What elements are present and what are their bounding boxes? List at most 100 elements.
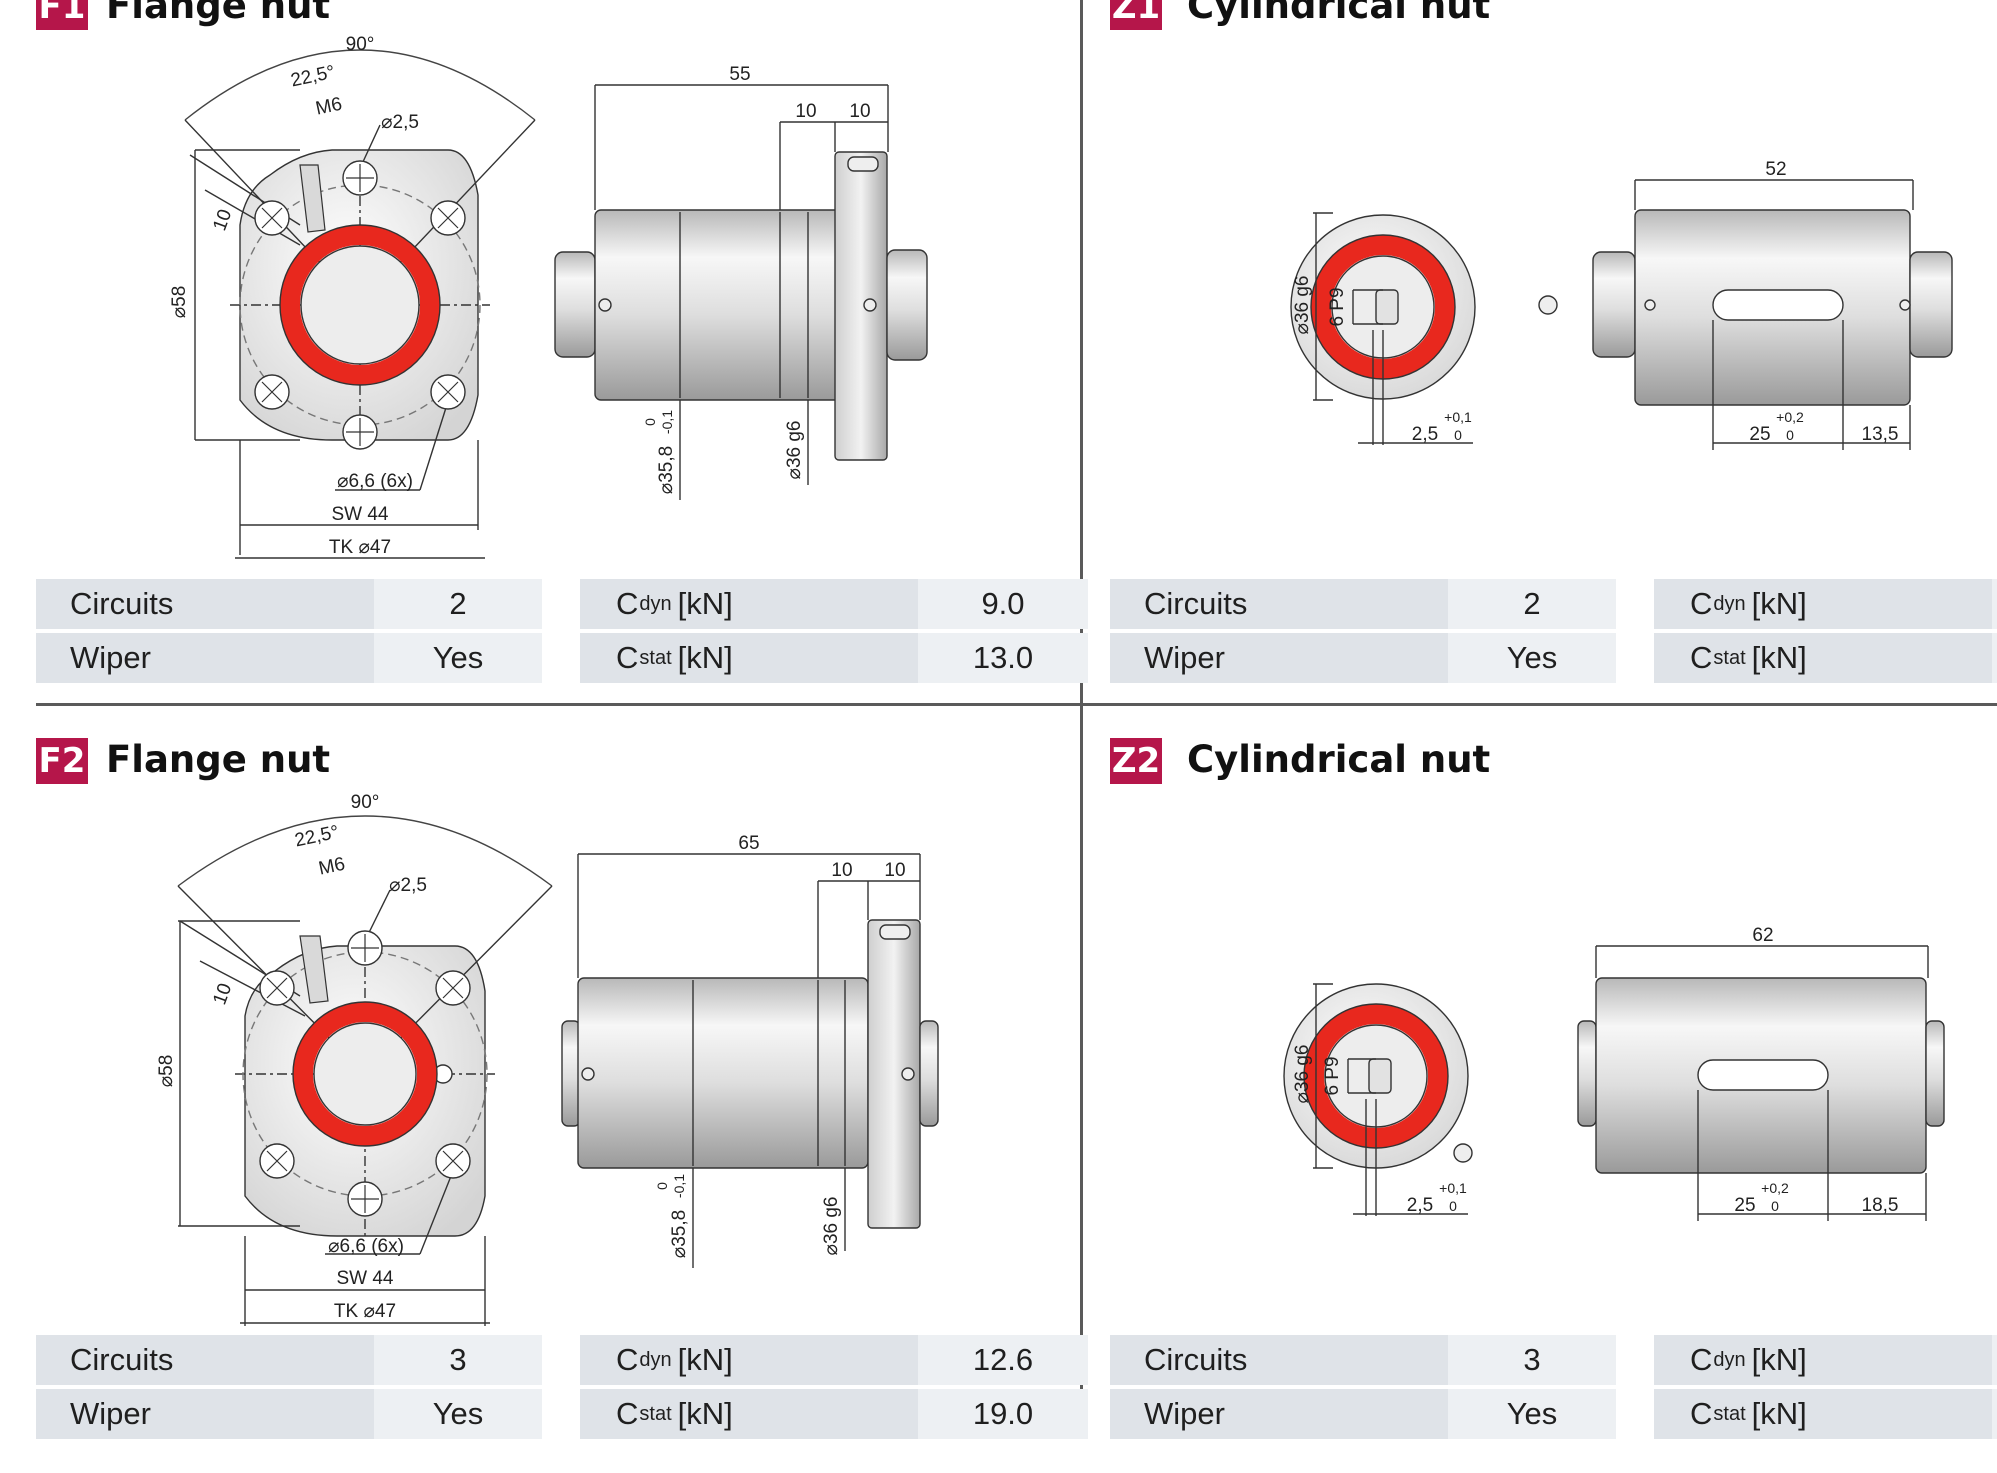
panel-title-f1: Flange nut — [106, 0, 331, 27]
cstat-unit: [kN] — [677, 640, 733, 675]
dim-offset: 2,5 — [1407, 1195, 1433, 1216]
cstat-subscript: stat — [1713, 1402, 1746, 1425]
dim-d2: ⌀36 g6 — [821, 1197, 842, 1256]
dim-angle: 90° — [351, 792, 380, 813]
dim-flange2: 10 — [849, 101, 870, 122]
dim-offset-tol-upper: +0,1 — [1444, 409, 1472, 425]
dim-sw: SW 44 — [331, 504, 388, 525]
dim-tk: TK ⌀47 — [329, 537, 391, 558]
dim-end: 13,5 — [1862, 424, 1899, 445]
dim-slot: 25 — [1749, 424, 1770, 445]
dim-thread: M6 — [314, 94, 344, 120]
dim-slot-tol-upper: +0,2 — [1776, 409, 1804, 425]
cdyn-symbol: C — [616, 1342, 639, 1377]
dim-length: 62 — [1752, 925, 1773, 946]
flange-nut-drawing-f1: 90° 22,5° M6 ⌀2,5 10 ⌀58 ⌀6,6 (6x) SW 44… — [169, 34, 928, 559]
cdyn-value: 12.6 — [918, 1335, 1088, 1385]
dim-dia: ⌀36 g6 — [1292, 1045, 1313, 1104]
cdyn-symbol: C — [1690, 1342, 1713, 1377]
dim-holes: ⌀6,6 (6x) — [337, 471, 413, 492]
cdyn-subscript: dyn — [639, 592, 672, 615]
flange-nut-drawing-f2: 90° 22,5° M6 ⌀2,5 10 ⌀58 ⌀6,6 (6x) SW 44… — [156, 792, 939, 1326]
dim-length: 55 — [729, 64, 750, 85]
cstat-subscript: stat — [1713, 646, 1746, 669]
cstat-symbol: C — [1690, 640, 1713, 675]
dim-flange1: 10 — [795, 101, 816, 122]
badge-f1: F1 — [36, 0, 88, 30]
cylindrical-nut-drawing-z2: ⌀36 g6 6 P9 2,5 +0,1 0 62 25 +0,2 0 18,5 — [1283, 925, 1945, 1221]
dim-offset-tol-lower: 0 — [1454, 427, 1462, 443]
wiper-label: Wiper — [1110, 633, 1448, 683]
dim-end: 18,5 — [1862, 1195, 1899, 1216]
cstat-symbol: C — [616, 640, 639, 675]
dim-slot: 25 — [1734, 1195, 1755, 1216]
circuits-label: Circuits — [1110, 579, 1448, 629]
dim-ten: 10 — [209, 207, 236, 234]
dim-length: 65 — [738, 833, 759, 854]
cdyn-subscript: dyn — [1713, 592, 1746, 615]
cdyn-symbol: C — [616, 586, 639, 621]
dim-angle2: 22,5° — [289, 62, 337, 92]
panel-f2: F2 Flange nut — [0, 706, 1088, 1473]
cdyn-value: 9.0 — [918, 579, 1088, 629]
circuits-label: Circuits — [36, 579, 374, 629]
dim-angle2: 22,5° — [293, 822, 341, 852]
cdyn-subscript: dyn — [639, 1348, 672, 1371]
dim-length: 52 — [1765, 159, 1786, 180]
cstat-symbol: C — [616, 1396, 639, 1431]
panel-z1: Z1 Cylindrical nut — [1083, 0, 1997, 703]
panel-title-z2: Cylindrical nut — [1187, 738, 1491, 781]
dim-offset-tol-upper: +0,1 — [1439, 1180, 1467, 1196]
wiper-label: Wiper — [1110, 1389, 1448, 1439]
dim-key: 6 P9 — [1327, 287, 1348, 326]
dim-flange1: 10 — [831, 860, 852, 881]
panel-title-z1: Cylindrical nut — [1187, 0, 1491, 27]
dim-hole: ⌀2,5 — [389, 875, 427, 896]
dim-d1-tol-upper: 0 — [642, 418, 658, 426]
cdyn-unit: [kN] — [1751, 1342, 1807, 1377]
circuits-label: Circuits — [36, 1335, 374, 1385]
badge-z2: Z2 — [1110, 738, 1162, 784]
badge-f2: F2 — [36, 738, 88, 784]
cstat-value: 13.0 — [918, 633, 1088, 683]
dim-offset-tol-lower: 0 — [1449, 1198, 1457, 1214]
dim-holes: ⌀6,6 (6x) — [328, 1236, 404, 1257]
dim-hole: ⌀2,5 — [381, 112, 419, 133]
wiper-value: Yes — [374, 1389, 542, 1439]
dim-d1-tol-lower: -0,1 — [659, 410, 675, 434]
cstat-subscript: stat — [639, 1402, 672, 1425]
cstat-value: 19.0 — [918, 1389, 1088, 1439]
dim-dia: ⌀36 g6 — [1292, 276, 1313, 335]
cdyn-value — [1992, 579, 1997, 629]
cstat-symbol: C — [1690, 1396, 1713, 1431]
circuits-value: 2 — [374, 579, 542, 629]
dim-d1: ⌀35,8 — [669, 1210, 690, 1258]
cdyn-value — [1992, 1335, 1997, 1385]
wiper-label: Wiper — [36, 1389, 374, 1439]
cstat-unit: [kN] — [677, 1396, 733, 1431]
dim-slot-tol-lower: 0 — [1786, 427, 1794, 443]
dim-dia: ⌀58 — [156, 1055, 177, 1088]
circuits-value: 3 — [374, 1335, 542, 1385]
cstat-value — [1992, 633, 1997, 683]
dim-d1-tol-upper: 0 — [654, 1182, 670, 1190]
cstat-subscript: stat — [639, 646, 672, 669]
cdyn-unit: [kN] — [677, 1342, 733, 1377]
dim-thread: M6 — [317, 854, 347, 880]
cdyn-unit: [kN] — [677, 586, 733, 621]
cdyn-unit: [kN] — [1751, 586, 1807, 621]
cstat-unit: [kN] — [1751, 1396, 1807, 1431]
dim-dia: ⌀58 — [169, 286, 190, 319]
wiper-value: Yes — [374, 633, 542, 683]
cstat-unit: [kN] — [1751, 640, 1807, 675]
dim-slot-tol-upper: +0,2 — [1761, 1180, 1789, 1196]
dim-sw: SW 44 — [336, 1268, 393, 1289]
vertical-divider — [1080, 0, 1083, 1438]
